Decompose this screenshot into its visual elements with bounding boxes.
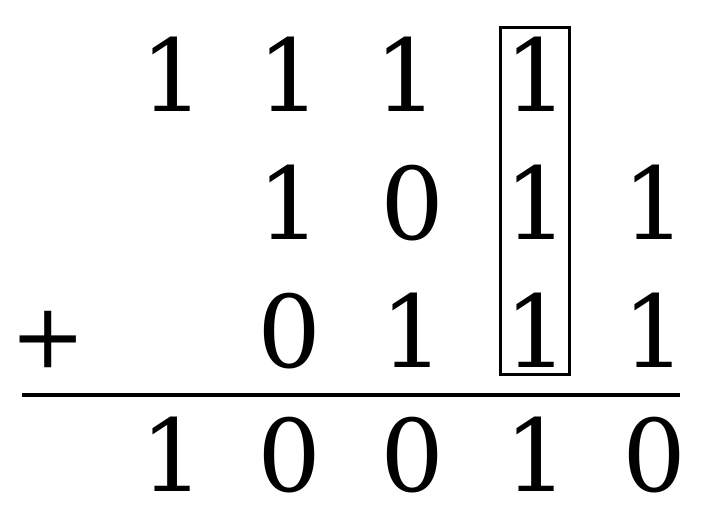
sum-digit: 1 (504, 398, 568, 515)
sum-digit: 0 (380, 398, 444, 515)
sum-digit: 0 (622, 398, 686, 515)
addend-1-digit: 0 (380, 146, 444, 263)
addend-1-digit: 1 (504, 146, 568, 263)
sum-digit: 0 (257, 398, 321, 515)
carry-digit: 1 (374, 18, 438, 135)
addend-2-digit: 1 (504, 274, 568, 391)
sum-digit: 1 (140, 398, 204, 515)
addend-2-digit: 1 (622, 274, 686, 391)
addend-1-digit: 1 (622, 146, 686, 263)
sum-rule (22, 393, 680, 397)
carry-digit: 1 (257, 18, 321, 135)
addend-2-digit: 1 (380, 274, 444, 391)
plus-operator: + (10, 284, 86, 389)
addend-2-digit: 0 (257, 274, 321, 391)
highlighted-column-box (499, 26, 571, 376)
addend-1-digit: 1 (257, 146, 321, 263)
carry-digit: 1 (504, 18, 568, 135)
carry-digit: 1 (140, 18, 204, 135)
